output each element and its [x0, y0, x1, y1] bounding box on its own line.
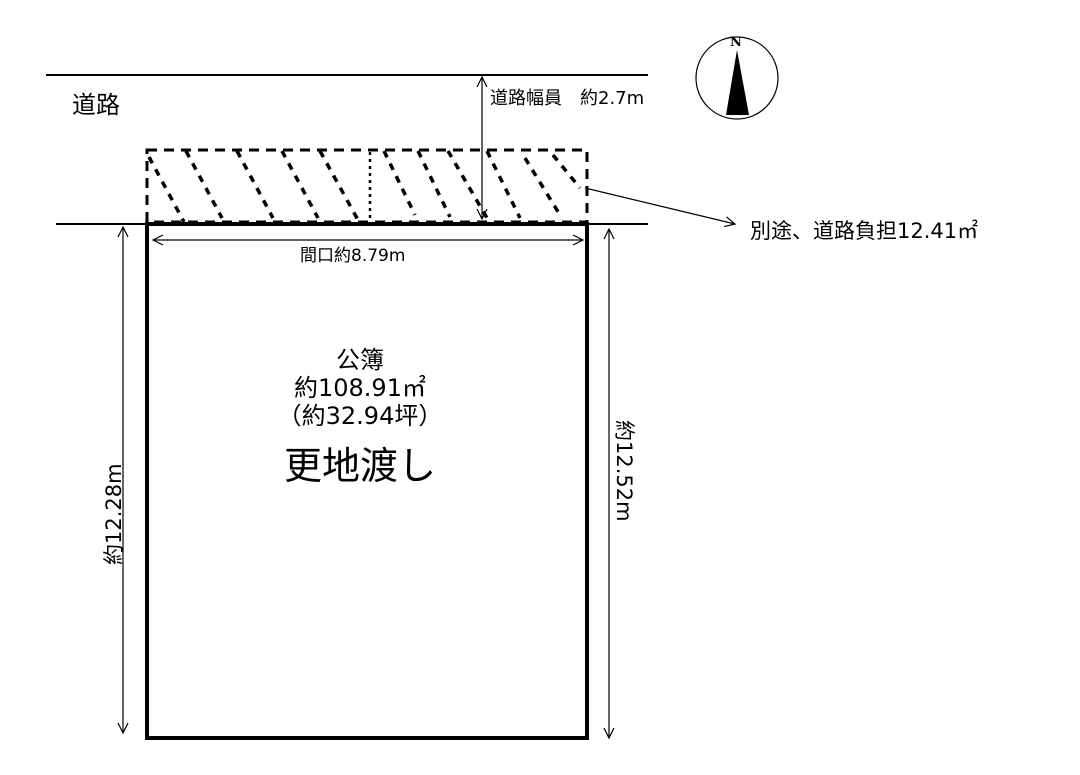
compass-north-letter: N: [730, 35, 742, 50]
right-depth-label: 約12.52m: [612, 420, 636, 522]
road-label: 道路: [72, 91, 120, 119]
north-compass-icon: [695, 36, 779, 120]
area-tsubo-label: （約32.94坪）: [277, 402, 443, 430]
road-setback-area: [145, 148, 589, 224]
road-width-label: 道路幅員 約2.7m: [490, 88, 645, 109]
condition-label: 更地渡し: [283, 444, 436, 488]
lot-info-block: 公簿 約108.91㎡ （約32.94坪） 更地渡し: [240, 346, 480, 490]
road-burden-note: 別途、道路負担12.41㎡: [750, 219, 979, 243]
registry-label: 公簿: [336, 346, 384, 374]
area-sqm-label: 約108.91㎡: [294, 374, 426, 402]
frontage-label: 間口約8.79m: [300, 246, 406, 266]
setback-leader-arrow: [584, 187, 735, 224]
left-depth-label: 約12.28m: [102, 463, 126, 565]
lot-boundary: [145, 222, 589, 740]
